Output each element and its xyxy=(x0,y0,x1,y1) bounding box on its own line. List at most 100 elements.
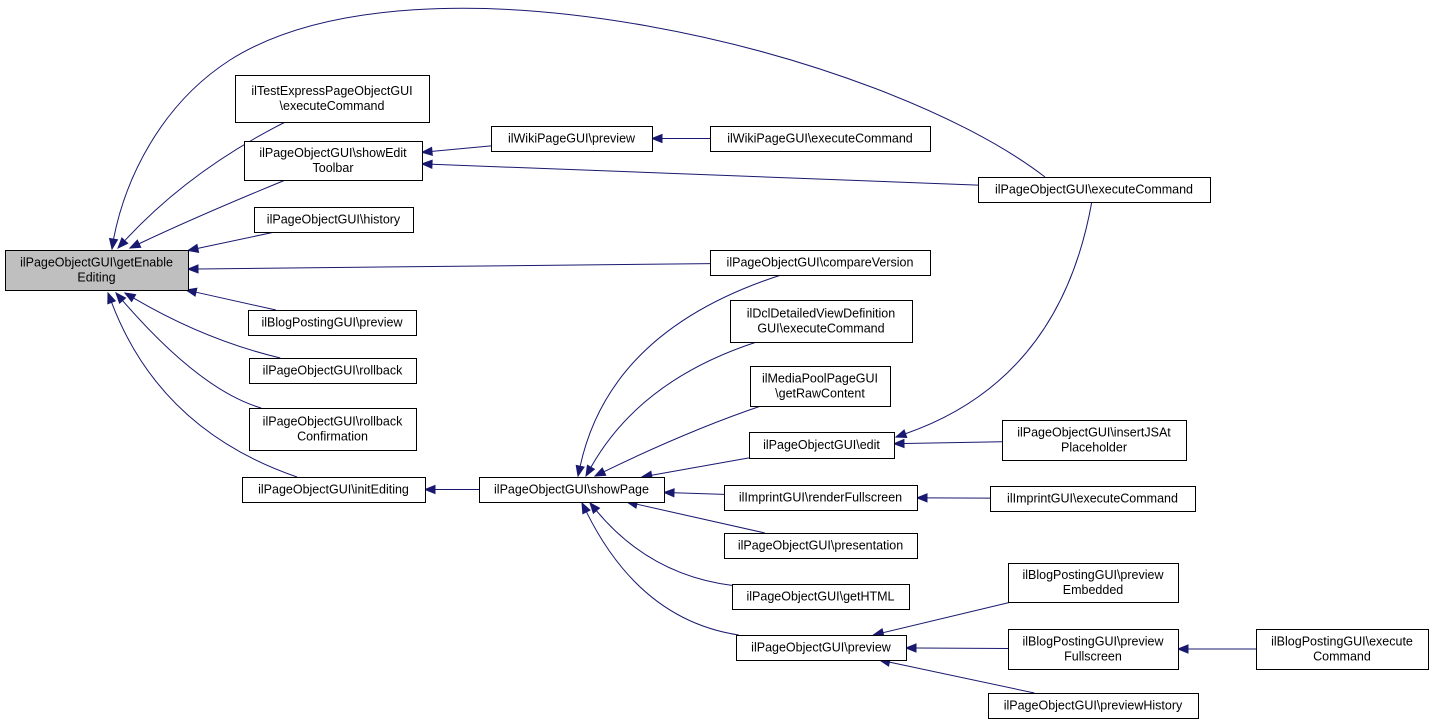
edge-line xyxy=(915,647,1009,650)
node-box xyxy=(248,310,417,336)
edge-line xyxy=(111,302,298,478)
edge-arrowhead xyxy=(904,643,917,653)
node-box xyxy=(990,486,1196,512)
edge-arrowhead xyxy=(650,133,663,144)
node-box xyxy=(491,126,653,152)
node-initedit[interactable]: ilPageObjectGUI\initEditing xyxy=(242,477,426,503)
edge-arrowhead xyxy=(186,264,199,274)
node-blogexec[interactable]: ilBlogPostingGUI\executeCommand xyxy=(1256,629,1429,670)
edge-line xyxy=(603,405,762,473)
node-label: Confirmation xyxy=(297,430,368,444)
node-testexp[interactable]: ilTestExpressPageObjectGUI\executeComman… xyxy=(235,75,430,123)
edge-arrowhead xyxy=(1176,644,1189,654)
node-label: Embedded xyxy=(1063,583,1124,597)
edge-arrowhead xyxy=(117,237,129,249)
node-previewhist[interactable]: ilPageObjectGUI\previewHistory xyxy=(988,693,1199,719)
node-wikiprev[interactable]: ilWikiPageGUI\preview xyxy=(491,126,653,152)
node-label: ilPageObjectGUI\insertJSAt xyxy=(1017,426,1171,440)
node-showpage[interactable]: ilPageObjectGUI\showPage xyxy=(479,477,665,503)
node-pogexec[interactable]: ilPageObjectGUI\executeCommand xyxy=(978,177,1211,203)
edge-line xyxy=(195,291,277,311)
node-label: ilBlogPostingGUI\preview xyxy=(1022,635,1164,649)
edge-pogexec-to-edit xyxy=(894,201,1093,439)
node-label: GUI\executeCommand xyxy=(757,322,884,336)
node-label: ilPageObjectGUI\presentation xyxy=(738,539,903,553)
edge-blogexec-to-blogfull xyxy=(1176,644,1256,654)
edge-line xyxy=(133,297,281,359)
edge-arrowhead xyxy=(115,291,127,305)
node-label: Command xyxy=(1313,650,1371,664)
edge-arrowhead xyxy=(420,159,433,170)
node-pogpreview[interactable]: ilPageObjectGUI\preview xyxy=(736,635,907,661)
edge-testexp-to-root xyxy=(117,121,286,249)
edge-line xyxy=(651,457,750,476)
node-wikiexec[interactable]: ilWikiPageGUI\executeCommand xyxy=(710,126,931,152)
node-label: Fullscreen xyxy=(1064,650,1122,664)
edge-arrowhead xyxy=(593,467,607,477)
node-box xyxy=(1256,629,1429,670)
edge-wikiexec-to-wikiprev xyxy=(650,133,710,144)
edge-imprintrender-to-showpage xyxy=(662,488,725,498)
node-box xyxy=(724,533,918,559)
node-box xyxy=(750,366,891,407)
node-mediapool[interactable]: ilMediaPoolPageGUI\getRawContent xyxy=(750,366,891,407)
edge-blogfull-to-pogpreview xyxy=(904,643,1009,653)
node-gethtml[interactable]: ilPageObjectGUI\getHTML xyxy=(732,584,910,610)
node-label: ilTestExpressPageObjectGUI xyxy=(251,84,412,98)
edge-arrowhead xyxy=(915,493,928,503)
edge-line xyxy=(138,179,286,245)
edge-line xyxy=(673,492,725,495)
edge-edit-to-showpage xyxy=(640,457,750,480)
edge-pogexec-to-showedit xyxy=(420,159,979,186)
node-box xyxy=(1002,420,1187,461)
edge-initedit-to-root xyxy=(107,291,298,478)
node-presentation[interactable]: ilPageObjectGUI\presentation xyxy=(724,533,918,559)
node-compare[interactable]: ilPageObjectGUI\compareVersion xyxy=(710,250,931,276)
node-box xyxy=(242,477,426,503)
edge-arrowhead xyxy=(575,464,585,478)
edge-line xyxy=(197,231,275,249)
node-imprintrender[interactable]: ilImprintGUI\renderFullscreen xyxy=(724,485,918,511)
edge-line xyxy=(590,341,757,468)
node-label: ilBlogPostingGUI\preview xyxy=(261,316,403,330)
node-box xyxy=(710,250,931,276)
edge-compare-to-root xyxy=(186,263,711,274)
node-dcl[interactable]: ilDclDetailedViewDefinitionGUI\executeCo… xyxy=(730,300,913,343)
edge-arrowhead xyxy=(123,292,137,303)
node-label: Toolbar xyxy=(313,161,354,175)
node-label: \executeCommand xyxy=(280,99,385,113)
node-edit[interactable]: ilPageObjectGUI\edit xyxy=(749,432,895,459)
node-label: ilPageObjectGUI\history xyxy=(267,213,401,227)
edges-layer xyxy=(107,7,1256,694)
edge-arrowhead xyxy=(128,239,142,249)
node-box xyxy=(978,177,1211,203)
node-history[interactable]: ilPageObjectGUI\history xyxy=(254,207,414,233)
edge-pogpreview-to-showpage xyxy=(581,501,739,636)
node-label: ilDclDetailedViewDefinition xyxy=(747,307,895,321)
edge-gethtml-to-showpage xyxy=(589,501,733,586)
node-label: ilPageObjectGUI\preview xyxy=(751,641,892,655)
node-blogprev[interactable]: ilBlogPostingGUI\preview xyxy=(248,310,417,336)
edge-rollback-to-root xyxy=(123,292,281,359)
edge-line xyxy=(431,145,492,152)
node-box xyxy=(749,432,895,459)
node-label: ilMediaPoolPageGUI xyxy=(762,372,878,386)
node-label: ilPageObjectGUI\previewHistory xyxy=(1004,699,1183,713)
node-label: ilImprintGUI\renderFullscreen xyxy=(739,491,902,505)
node-rollback[interactable]: ilPageObjectGUI\rollback xyxy=(249,358,417,384)
edge-line xyxy=(596,510,733,586)
node-box xyxy=(254,207,414,233)
node-imprintexec[interactable]: ilImprintGUI\executeCommand xyxy=(990,486,1196,512)
edge-line xyxy=(431,163,979,186)
node-label: ilWikiPageGUI\executeCommand xyxy=(727,132,913,146)
node-label: ilWikiPageGUI\preview xyxy=(508,132,636,146)
edge-insertjs-to-edit xyxy=(892,438,1003,449)
node-box xyxy=(710,126,931,152)
